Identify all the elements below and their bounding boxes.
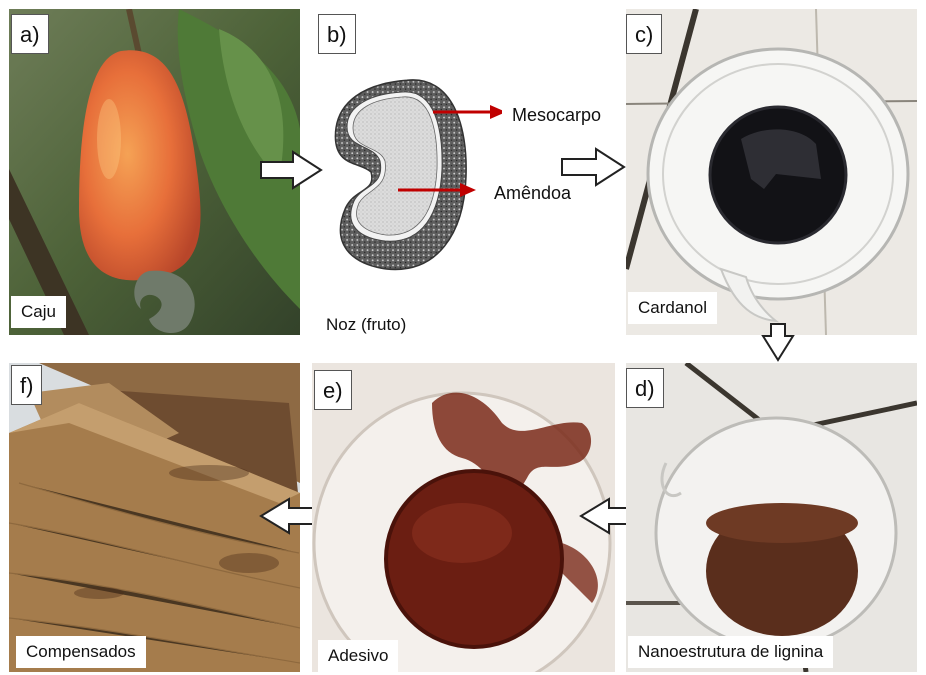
panel-e-tag: e) [314,370,352,410]
panel-f-caption: Compensados [16,636,146,668]
lignin-beaker-photo [626,363,917,672]
panel-d-caption: Nanoestrutura de lignina [628,636,833,668]
panel-b-caption: Noz (fruto) [316,309,416,335]
panel-b-tag: b) [318,14,356,54]
adhesive-beaker-photo [312,363,615,672]
flow-arrow-icon [761,322,795,362]
panel-a-caption: Caju [11,296,66,328]
plywood-photo [9,363,300,672]
panel-c-cardanol-photo: c) Cardanol [626,9,917,335]
panel-d-tag: d) [626,368,664,408]
cashew-photo [9,9,300,335]
panel-a-tag: a) [11,14,49,54]
panel-c-tag: c) [626,14,662,54]
panel-f-plywood-photo: f) Compensados [9,363,300,672]
mesocarp-label: Mesocarpo [502,99,611,132]
panel-a-cashew-photo: a) Caju [9,9,300,335]
panel-c-caption: Cardanol [628,292,717,324]
panel-d-lignin-photo: d) Nanoestrutura de lignina [626,363,917,672]
flow-arrow-icon [560,147,626,187]
panel-e-adhesive-photo: e) Adesivo [312,363,615,672]
panel-f-tag: f) [11,365,42,405]
kernel-pointer-red-arrow-icon [460,183,476,197]
cardanol-beaker-photo [626,9,917,335]
panel-e-caption: Adesivo [318,640,398,672]
